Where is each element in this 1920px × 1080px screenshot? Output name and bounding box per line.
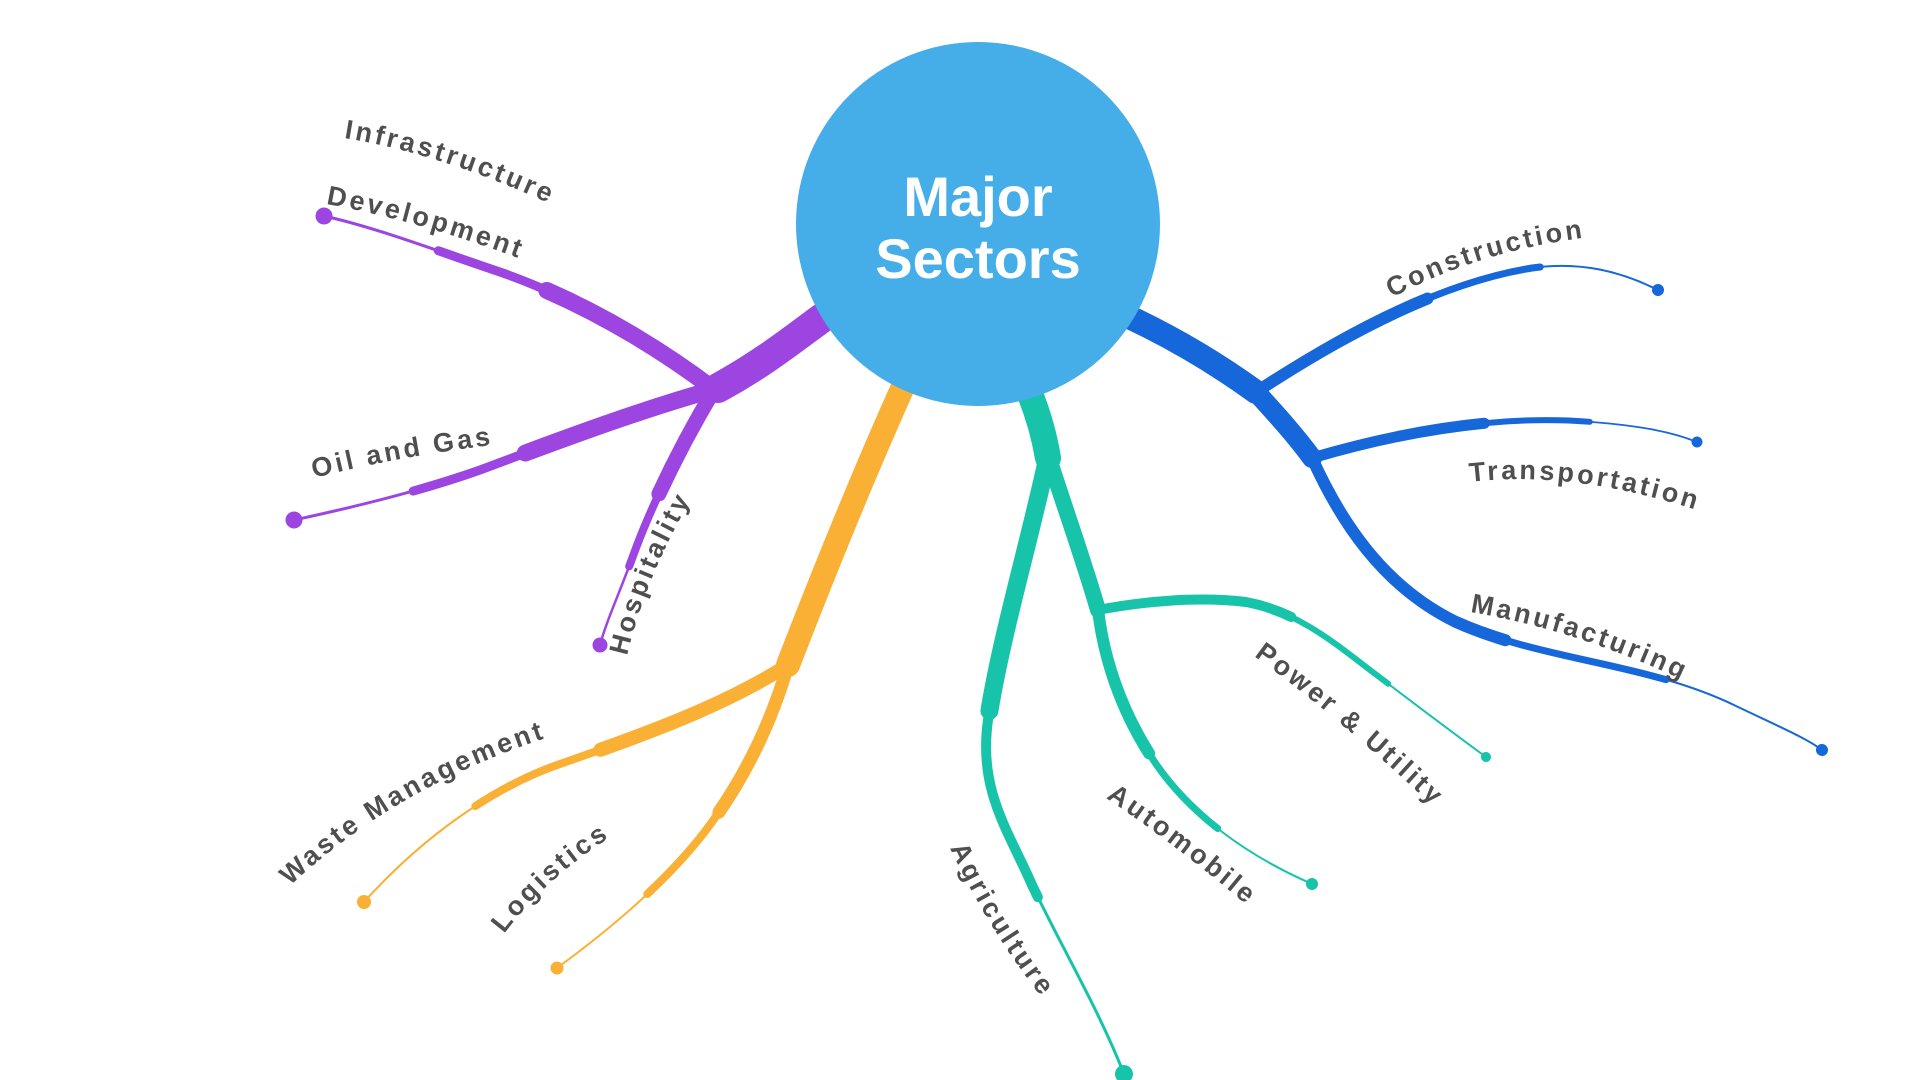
center-node-label-line2[interactable]: Sectors [875,227,1080,290]
branch-manufacturing-mid [1308,454,1826,754]
branch-transportation [1306,414,1703,464]
label-power-utility-text[interactable]: Power & Utility [1250,637,1450,812]
label-logistics[interactable]: Logistics [485,817,614,938]
branch-group-purple [285,207,837,653]
label-construction-text[interactable]: Construction [1381,214,1587,303]
branch-waste-management [357,658,795,909]
branch-oil-gas-base [285,381,721,529]
branch-logistics-mid [553,661,792,972]
branch-hospitality-base [592,382,722,653]
branch-group-teal [977,381,1491,1080]
branch-teal-right-leg [1040,447,1106,618]
branch-hospitality [592,382,722,653]
branch-oil-gas [285,381,721,529]
center-node-circle[interactable] [796,42,1160,406]
branch-construction [1250,259,1664,398]
branch-power-utility-base [1093,594,1491,762]
label-waste-management-text[interactable]: Waste Management [274,715,549,891]
branch-manufacturing-base [1306,452,1828,756]
branch-construction-base [1250,259,1664,398]
label-construction[interactable]: Construction [1381,214,1587,303]
branch-group-yellow [357,377,914,975]
branch-purple-trunk [703,303,837,403]
branch-manufacturing [1306,452,1828,756]
branch-transportation-base [1306,414,1703,464]
branch-waste-management-base [357,658,795,909]
branch-infrastructure [315,207,721,397]
label-power-utility[interactable]: Power & Utility [1250,637,1450,812]
branch-logistics-tail [556,664,789,969]
branch-logistics-base [550,658,795,975]
label-agriculture-text[interactable]: Agriculture [945,838,1062,1003]
branch-infrastructure-base [315,207,721,397]
branch-manufacturing-tail [1311,457,1823,751]
branch-yellow-trunk [776,377,914,677]
branch-logistics [550,658,795,975]
label-waste-management[interactable]: Waste Management [274,715,549,891]
label-transportation-text[interactable]: Transportation [1468,455,1705,516]
branch-agriculture-base [977,446,1133,1080]
branch-group-blue [1117,259,1828,756]
branch-construction-mid [1252,262,1662,396]
branch-agriculture [977,446,1133,1080]
branch-automobile [1092,604,1318,890]
label-logistics-text[interactable]: Logistics [485,817,614,938]
branch-power-utility [1093,594,1491,762]
branch-blue-trunk [1117,305,1268,404]
label-transportation[interactable]: Transportation [1468,455,1705,516]
center-node-label-line1[interactable]: Major [903,165,1052,228]
label-agriculture[interactable]: Agriculture [945,838,1062,1003]
branch-blue-trunk2 [1246,382,1322,468]
branch-automobile-base [1092,604,1318,890]
